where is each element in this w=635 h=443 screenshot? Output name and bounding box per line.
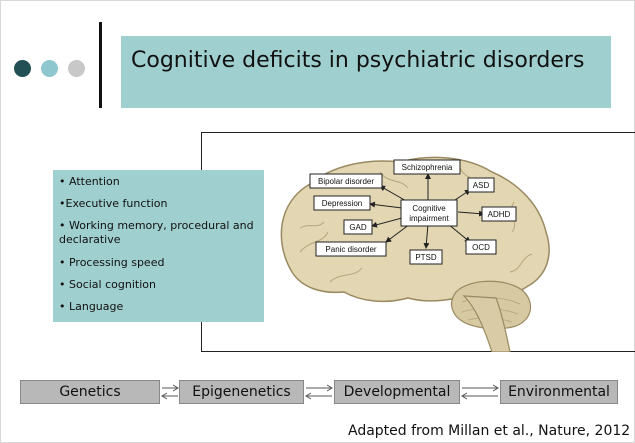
brain-stem — [462, 295, 511, 352]
arrow-developmental-environmental — [461, 384, 499, 400]
title-banner: Cognitive deficits in psychiatric disord… — [121, 36, 611, 108]
bipolar-label: Bipolar disorder — [318, 177, 374, 186]
factor-label: Environmental — [508, 384, 610, 400]
depression-label: Depression — [322, 199, 362, 208]
ptsd-label: PTSD — [415, 253, 437, 262]
impairment-arrows — [369, 173, 485, 249]
factor-genetics: Genetics — [20, 380, 160, 404]
disorder-bipolar: Bipolar disorder — [309, 173, 383, 189]
deficit-item: • Processing speed — [59, 256, 165, 269]
deficit-item: • Attention — [59, 175, 120, 188]
deficit-item: • Working memory, procedural and declara… — [59, 219, 254, 246]
arrow-genetics-epigenetics — [161, 384, 179, 400]
slide-title: Cognitive deficits in psychiatric disord… — [131, 48, 585, 73]
deficit-item: • Language — [59, 300, 124, 313]
citation: Adapted from Millan et al., Nature, 2012 — [348, 423, 631, 439]
panic-label: Panic disorder — [325, 245, 376, 254]
disorder-ocd: OCD — [465, 239, 497, 255]
factor-label: Developmental — [343, 384, 451, 400]
deficits-list: • Attention •Executive function • Workin… — [53, 170, 264, 322]
dot-dark — [14, 60, 31, 77]
brain-diagram: Cognitive impairment Schizophrenia Bipol… — [280, 156, 550, 352]
dot-teal — [41, 60, 58, 77]
disorder-ptsd: PTSD — [409, 249, 443, 265]
disorder-panic: Panic disorder — [315, 241, 387, 257]
disorder-adhd: ADHD — [481, 206, 517, 222]
asd-label: ASD — [473, 181, 490, 190]
dot-gray — [68, 60, 85, 77]
ocd-label: OCD — [472, 243, 490, 252]
disorder-gad: GAD — [343, 219, 373, 235]
disorder-depression: Depression — [313, 195, 371, 211]
decorative-dots — [14, 60, 94, 80]
factor-developmental: Developmental — [334, 380, 460, 404]
deficit-item: •Executive function — [59, 197, 168, 210]
factor-label: Genetics — [59, 384, 121, 400]
factor-environmental: Environmental — [500, 380, 618, 404]
disorder-schizophrenia: Schizophrenia — [393, 159, 461, 175]
adhd-label: ADHD — [488, 210, 511, 219]
factor-label: Epigenenetics — [192, 384, 291, 400]
center-label-line2: impairment — [409, 214, 449, 223]
schizophrenia-label: Schizophrenia — [402, 163, 453, 172]
disorder-asd: ASD — [467, 177, 495, 193]
gad-label: GAD — [349, 223, 367, 232]
title-divider — [99, 22, 102, 108]
deficit-item: • Social cognition — [59, 278, 156, 291]
arrow-epigenetics-developmental — [305, 384, 333, 400]
factor-epigenetics: Epigenenetics — [179, 380, 304, 404]
cognitive-impairment-box: Cognitive impairment — [400, 199, 458, 227]
center-label-line1: Cognitive — [412, 204, 446, 213]
brain-cerebrum — [280, 156, 550, 303]
